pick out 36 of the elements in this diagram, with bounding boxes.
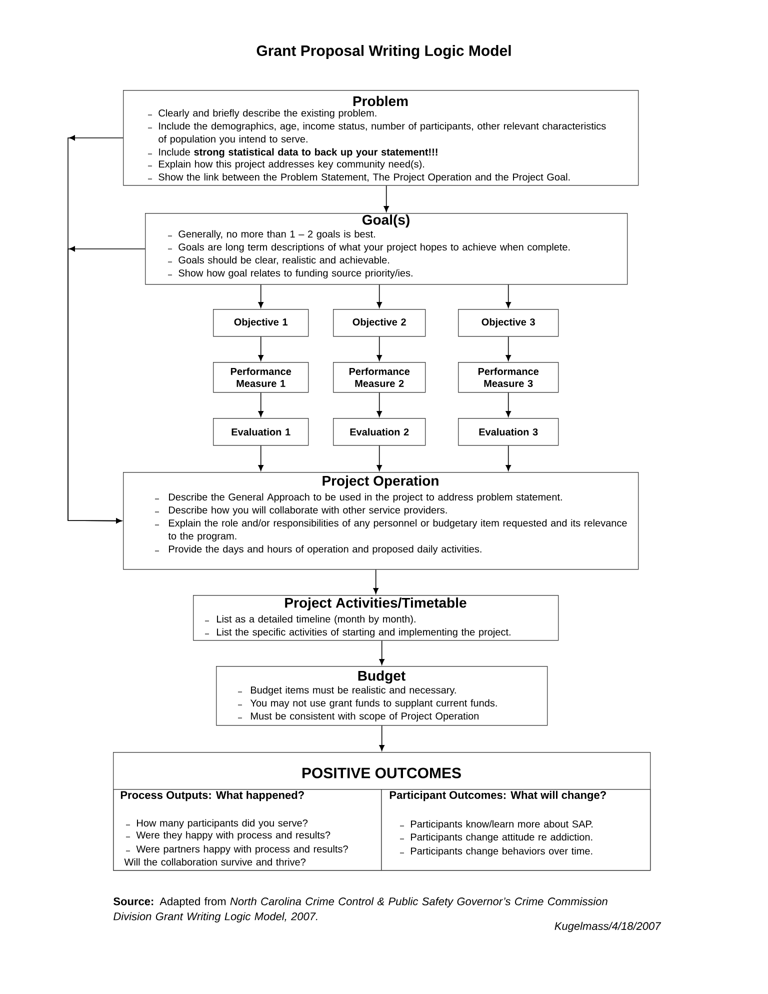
process-box: Performance Measure 3	[458, 362, 559, 393]
arrow	[506, 336, 511, 361]
process-box: Evaluation 3	[458, 418, 559, 446]
arrow	[506, 445, 511, 471]
title: Grant Proposal Writing Logic Model	[256, 45, 511, 60]
arrow	[506, 392, 511, 417]
cell: Participant Outcomes: What will change? Participants know/learn more about SAP. Participants change attitude re addiction. Participants change behaviors over time.	[381, 789, 651, 871]
process-box: Objective 3	[458, 309, 559, 337]
caption: Source: Adapted from North Carolina Crime Control & Public Safety Governor’s Crime Commission Division Grant Writing Logic Model, 2007.	[114, 897, 608, 922]
process-box: Project Operation Describe the General Approach to be used in the project to address problem statement. Describe how you will collaborate with other service providers. Explain the role and/or responsibilities of any personnel or budgetary item requested and its relevance to the program. Provide the days and hours of operation and proposed daily activities.	[123, 472, 639, 570]
process-box: Performance Measure 1	[213, 362, 309, 393]
cell: Process Outputs: What happened? How many participants did you serve? Were they happy with process and results? Were partners happy with process and results? Will the collaboration survive and thrive?	[113, 789, 382, 871]
arrow	[376, 336, 382, 361]
process-box: Evaluation 2	[333, 418, 426, 446]
process-box: Goal(s) Generally, no more than 1 – 2 goals is best. Goals are long term descriptions of what your project hopes to achieve when complete. Goals should be clear, realistic and achievable. Show how goal relates to funding source priority/ies.	[145, 213, 628, 285]
process-box: Evaluation 1	[213, 418, 309, 446]
arrow	[376, 284, 382, 308]
arrow	[258, 392, 264, 417]
arrow	[506, 284, 511, 308]
process-box: Performance Measure 2	[333, 362, 426, 393]
arrow	[376, 392, 382, 417]
process-box: Problem Clearly and briefly describe the existing problem. Include the demographics, age, income status, number of participants, other relevant characteristics of population you intend to serve. Include strong statistical data to back up your statement!!! Explain how this project addresses key community need(s). Show the link between the Problem Statement, The Project Operation and the Project Goal.	[123, 90, 639, 186]
arrow	[384, 185, 389, 212]
arrow	[258, 336, 264, 361]
author-date: Kugelmass/4/18/2007	[554, 922, 662, 932]
arrow	[258, 445, 264, 471]
arrow	[373, 569, 378, 594]
process-box: Project Activities/Timetable List as a detailed timeline (month by month). List the specific activities of starting and implementing the project.	[193, 595, 559, 641]
arrow	[376, 445, 382, 471]
process-box: Objective 1	[213, 309, 309, 337]
arrow	[379, 725, 384, 751]
process-box: Budget Budget items must be realistic and necessary. You may not use grant funds to supplant current funds. Must be consistent with scope of Project Operation	[216, 666, 548, 726]
arrow	[379, 640, 384, 665]
arrow	[258, 284, 264, 308]
process-box: Objective 2	[333, 309, 426, 337]
arrow	[68, 246, 146, 524]
